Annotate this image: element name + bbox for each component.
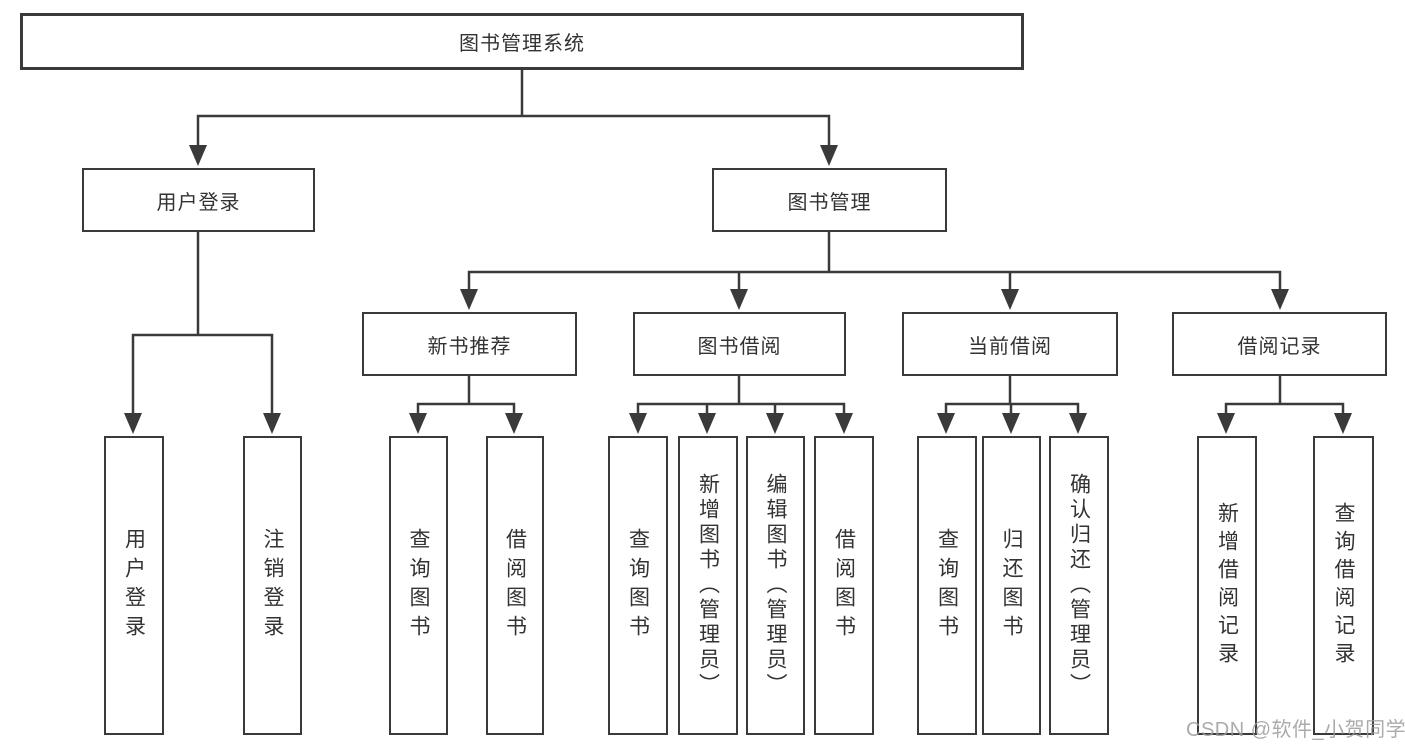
- leaf-confirm-return-admin: 确认归还（管理员）: [1049, 436, 1109, 735]
- connector-root: [196, 69, 831, 158]
- connector-new-book: [416, 376, 516, 426]
- node-book-management: 图书管理: [712, 168, 947, 232]
- node-new-book-recommend: 新书推荐: [362, 312, 577, 376]
- node-library-system: 图书管理系统: [20, 13, 1024, 70]
- leaf-add-borrow-record: 新增借阅记录: [1197, 436, 1257, 735]
- csdn-watermark: CSDN @软件_小贺同学: [1186, 719, 1405, 741]
- leaf-edit-book-admin: 编辑图书（管理员）: [746, 436, 805, 735]
- leaf-query-borrow-record: 查询借阅记录: [1313, 436, 1374, 735]
- leaf-borrow-books-recommend: 借阅图书: [486, 436, 544, 735]
- node-book-borrow: 图书借阅: [633, 312, 846, 376]
- leaf-add-book-admin: 新增图书（管理员）: [678, 436, 738, 735]
- node-current-borrow: 当前借阅: [902, 312, 1118, 376]
- leaf-return-book: 归还图书: [982, 436, 1041, 735]
- leaf-query-books-recommend: 查询图书: [389, 436, 448, 735]
- node-user-login: 用户登录: [82, 168, 315, 232]
- connector-book-borrow: [636, 376, 846, 426]
- leaf-query-books-current: 查询图书: [917, 436, 977, 735]
- leaf-logout: 注销登录: [243, 436, 302, 735]
- leaf-borrow-books: 借阅图书: [814, 436, 874, 735]
- leaf-user-login: 用户登录: [104, 436, 164, 735]
- connector-book-management: [467, 232, 1282, 302]
- connector-user-login: [131, 232, 274, 426]
- connector-borrow-records: [1224, 376, 1345, 426]
- arrowhead-icons: [124, 145, 1352, 434]
- leaf-query-books-borrow: 查询图书: [608, 436, 668, 735]
- node-borrow-records: 借阅记录: [1172, 312, 1387, 376]
